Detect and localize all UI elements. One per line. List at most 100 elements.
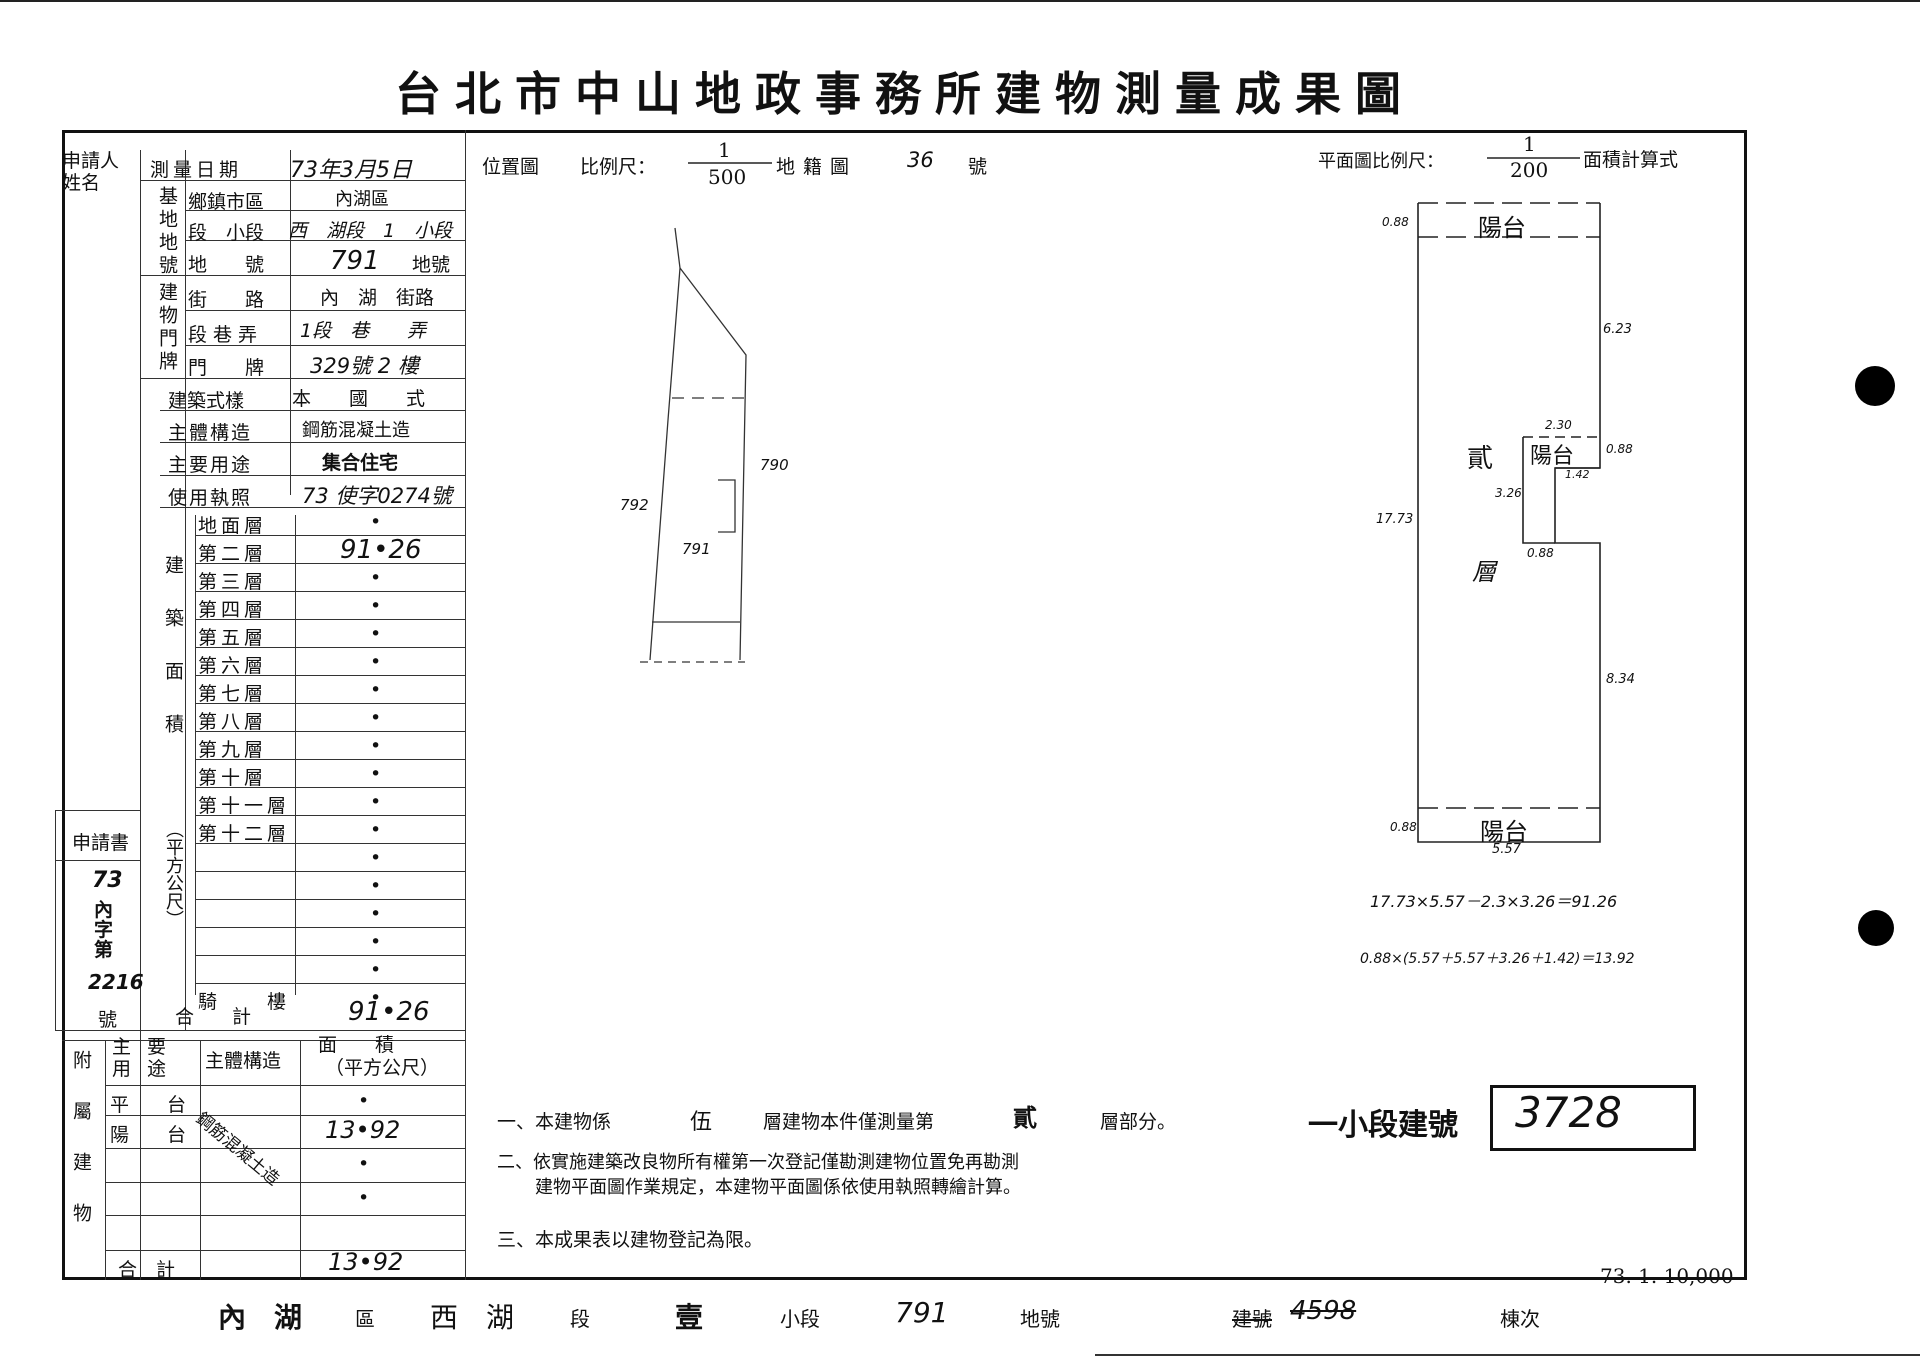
lot-boundary-left (649, 227, 681, 661)
footer-subsection: 壹 (675, 1301, 704, 1334)
location-scale-den: 500 (708, 165, 747, 189)
applicant-label: 申請人姓名 (62, 150, 120, 194)
floor-row-value: • (370, 651, 382, 673)
note-1-middle: 層建物本件僅測量第 (763, 1111, 935, 1133)
note-1-floor: 貳 (1013, 1103, 1037, 1132)
dim-1773: 17.73 (1376, 512, 1414, 527)
lot-suffix: 地號 (412, 254, 451, 276)
plan-scale-den: 200 (1510, 158, 1549, 182)
footer-subsection-suffix: 小段 (780, 1307, 820, 1331)
permit-value: 73 使字0274號 (302, 484, 452, 508)
footer-district-suffix: 區 (355, 1307, 375, 1331)
street-value: 內 湖 街路 (320, 287, 435, 309)
application-ordinal: 第 (94, 939, 114, 961)
dim-142: 1.42 (1565, 468, 1590, 481)
edition-text: 73. 1. 10,000 (1600, 1264, 1734, 1288)
footer-section-suffix: 段 (570, 1307, 590, 1331)
dim-834: 8.34 (1606, 672, 1635, 687)
annex-usage-label: 主要用途 (112, 1036, 183, 1080)
floor-row-label: 第十二層 (198, 823, 291, 845)
floor-label-2: 層 (1472, 558, 1496, 586)
floor-row-value: • (370, 623, 382, 645)
floor-row-value: • (370, 847, 382, 869)
note-1-suffix: 層部分。 (1100, 1111, 1177, 1133)
dim-623: 6.23 (1603, 322, 1632, 337)
usage-value: 集合住宅 (322, 452, 399, 474)
floor-plan (1417, 202, 1601, 843)
floor-row-label: 第三層 (198, 571, 268, 593)
form-frame (62, 130, 1747, 1280)
application-char: 內 (94, 899, 114, 921)
lot-792-label: 792 (620, 496, 649, 514)
plan-scale-num: 1 (1523, 132, 1536, 156)
page-title: 台北市中山地政事務所建物測量成果圖 (395, 67, 1415, 121)
floor-row-label: 第十一層 (198, 795, 291, 817)
annex-group-label: 附屬建物 (70, 1050, 92, 1254)
application-word: 字 (94, 919, 114, 941)
location-scale-num: 1 (718, 138, 731, 162)
floors-group-label: 建築面積 (162, 555, 184, 767)
number-value: 329號 2 樓 (310, 354, 419, 378)
application-year: 73 (92, 868, 123, 893)
floor-row-label: 騎 樓 (198, 991, 291, 1013)
number-label: 門 牌 (188, 357, 265, 379)
dim-557: 5.57 (1492, 842, 1521, 857)
dim-088-b: 0.88 (1606, 442, 1633, 456)
floor-row-label: 第六層 (198, 655, 268, 677)
lot-791-label: 791 (682, 540, 711, 558)
note-2-line-2: 建物平面圖作業規定，本建物平面圖係依使用執照轉繪計算。 (535, 1177, 1021, 1198)
building-no-box (1490, 1085, 1696, 1151)
floor-row-label: 第四層 (198, 599, 268, 621)
building-no-label: 一小段建號 (1308, 1108, 1458, 1143)
dim-326: 3.26 (1495, 486, 1522, 500)
annex-area-label: 面 積 (318, 1034, 395, 1056)
note-2-line-1: 二、依實施建築改良物所有權第一次登記僅勘測建物位置免再勘測 (497, 1152, 1019, 1173)
dim-088-c: 0.88 (1527, 546, 1554, 560)
punch-hole-top (1855, 366, 1895, 406)
floor-row-value: • (370, 595, 382, 617)
footer-district: 內 湖 (218, 1301, 303, 1334)
lot-790-label: 790 (760, 456, 789, 474)
footer-unit-label: 棟次 (1500, 1307, 1540, 1331)
floor-label-1: 貳 (1467, 444, 1494, 474)
annex-total-label: 合 計 (118, 1259, 176, 1281)
location-plan (640, 227, 747, 663)
punch-hole-bottom (1858, 910, 1894, 946)
style-value: 本 國 式 (292, 388, 426, 410)
area-formula-2: 0.88×(5.57＋5.57＋3.26＋1.42)＝13.92 (1360, 951, 1635, 967)
note-3: 三、本成果表以建物登記為限。 (497, 1229, 764, 1251)
note-1-prefix: 一、本建物係 (497, 1111, 612, 1133)
location-map-label: 位置圖 (482, 156, 540, 178)
location-scale-label: 比例尺： (580, 156, 657, 178)
cadastral-map-suffix: 號 (968, 156, 988, 178)
usage-label: 主要用途 (168, 454, 253, 476)
building-outline (718, 479, 736, 533)
lot-value: 791 (330, 246, 380, 276)
floor-row-value: • (370, 903, 382, 925)
floor-row-value: • (370, 511, 382, 533)
main-outline (1417, 203, 1601, 843)
dim-088-a: 0.88 (1382, 215, 1409, 229)
base-group-label: 基地地號 (156, 186, 178, 278)
floor-row-value: • (370, 567, 382, 589)
floors-unit-label: （平方公尺） (163, 820, 184, 928)
area-formula-1: 17.73×5.57－2.3×3.26＝91.26 (1370, 892, 1618, 911)
annex-structure-label: 主體構造 (205, 1050, 282, 1072)
structure-label: 主體構造 (168, 422, 253, 444)
annex-row-label: 陽 台 (110, 1124, 187, 1146)
footer-old-no-label: 建號 (1232, 1307, 1272, 1331)
floor-row-value: • (370, 679, 382, 701)
survey-date-value: 73年3月5日 (290, 158, 412, 183)
annex-total-value: 13•92 (328, 1248, 404, 1276)
annex-row-value: 13•92 (325, 1116, 401, 1144)
floor-row-value: • (370, 791, 382, 813)
survey-date-label: 測量日期 (150, 159, 243, 181)
structure-value: 鋼筋混凝土造 (302, 420, 410, 441)
balcony-mid-label: 陽台 (1530, 444, 1575, 469)
section-label: 段 小段 (188, 222, 265, 244)
dim-088-d: 0.88 (1390, 820, 1417, 834)
lane-value: 1段 巷 弄 (300, 320, 427, 342)
floor-row-value: • (370, 707, 382, 729)
application-number: 2216 (88, 970, 144, 994)
